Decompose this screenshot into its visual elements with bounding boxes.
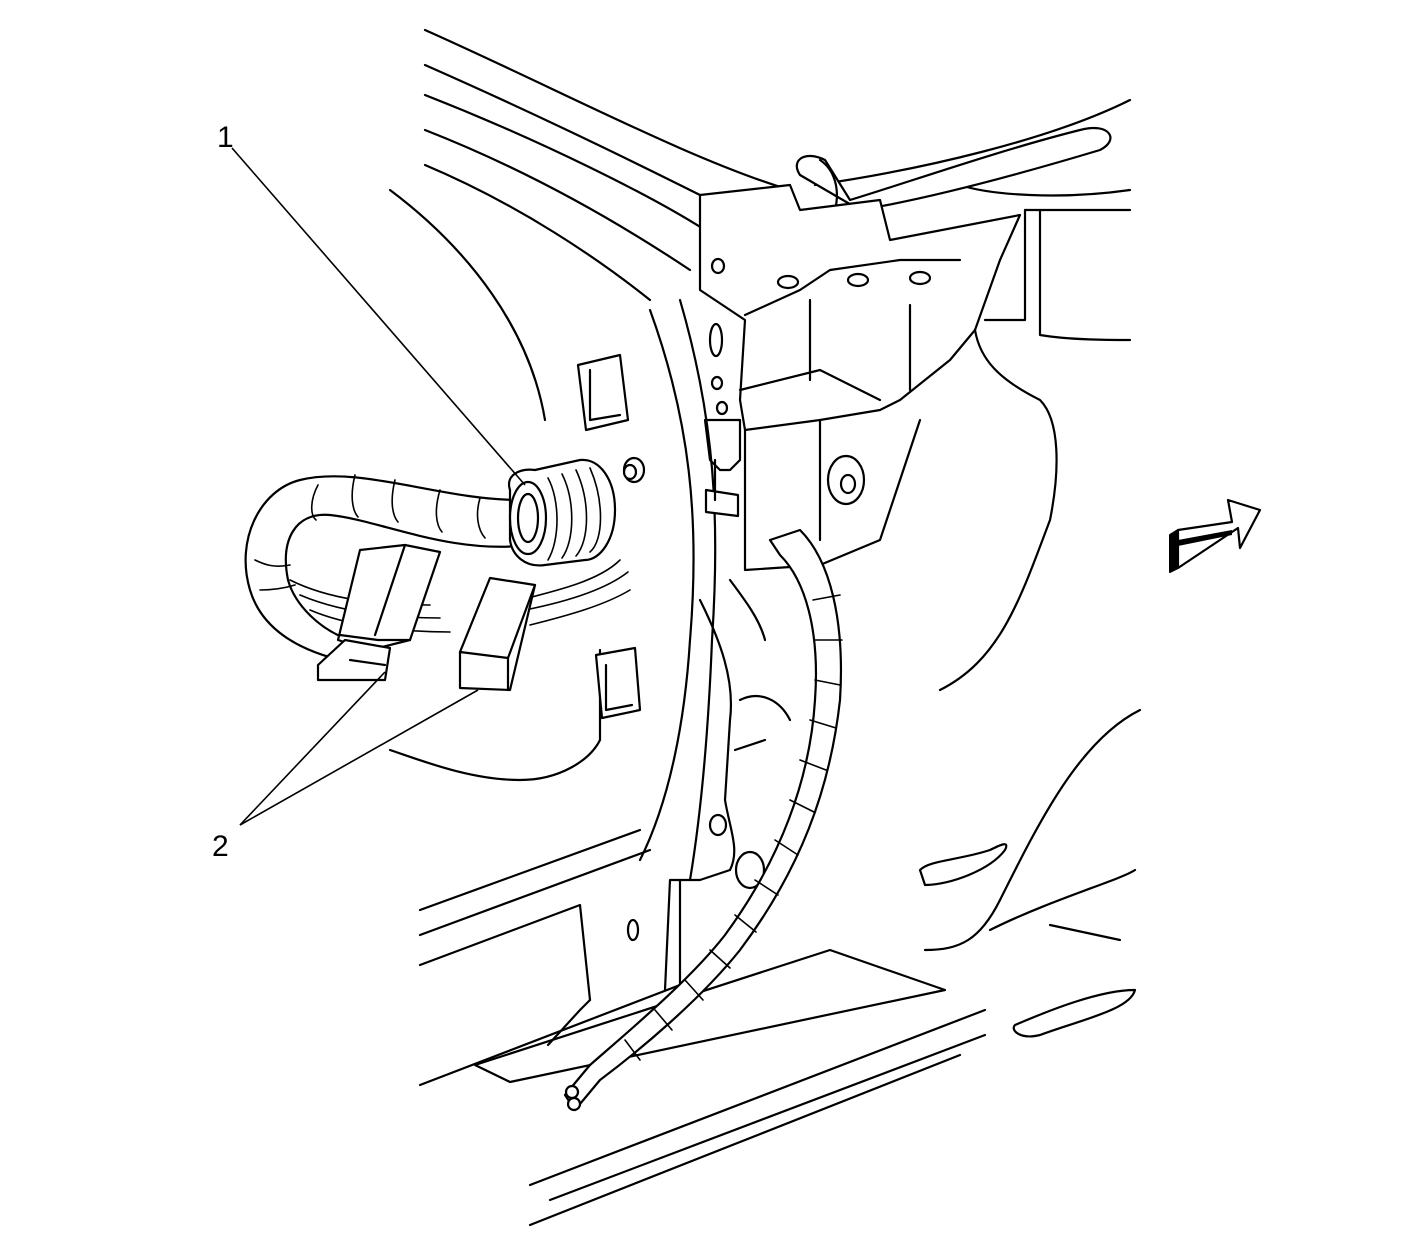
leader-2a — [239, 671, 386, 826]
connector-b — [458, 576, 537, 692]
door-harness — [244, 458, 631, 692]
pillar-harness — [563, 528, 843, 1112]
callout-2: 2 — [212, 830, 229, 863]
rocker-sill — [418, 828, 987, 1227]
leader-1 — [231, 147, 526, 486]
forward-arrow-icon — [1169, 498, 1262, 573]
grommet — [507, 458, 617, 567]
lower-pillar — [626, 298, 922, 992]
roof-contours — [423, 28, 1132, 302]
leader-2b — [239, 689, 479, 826]
callout-1: 1 — [217, 121, 234, 154]
door-opening — [918, 208, 1142, 1038]
connector-a — [316, 543, 442, 682]
pillar-bracket — [698, 183, 1022, 432]
inner-panel — [388, 188, 646, 782]
roof-rail — [795, 127, 1112, 212]
callout-leaders — [231, 147, 526, 826]
